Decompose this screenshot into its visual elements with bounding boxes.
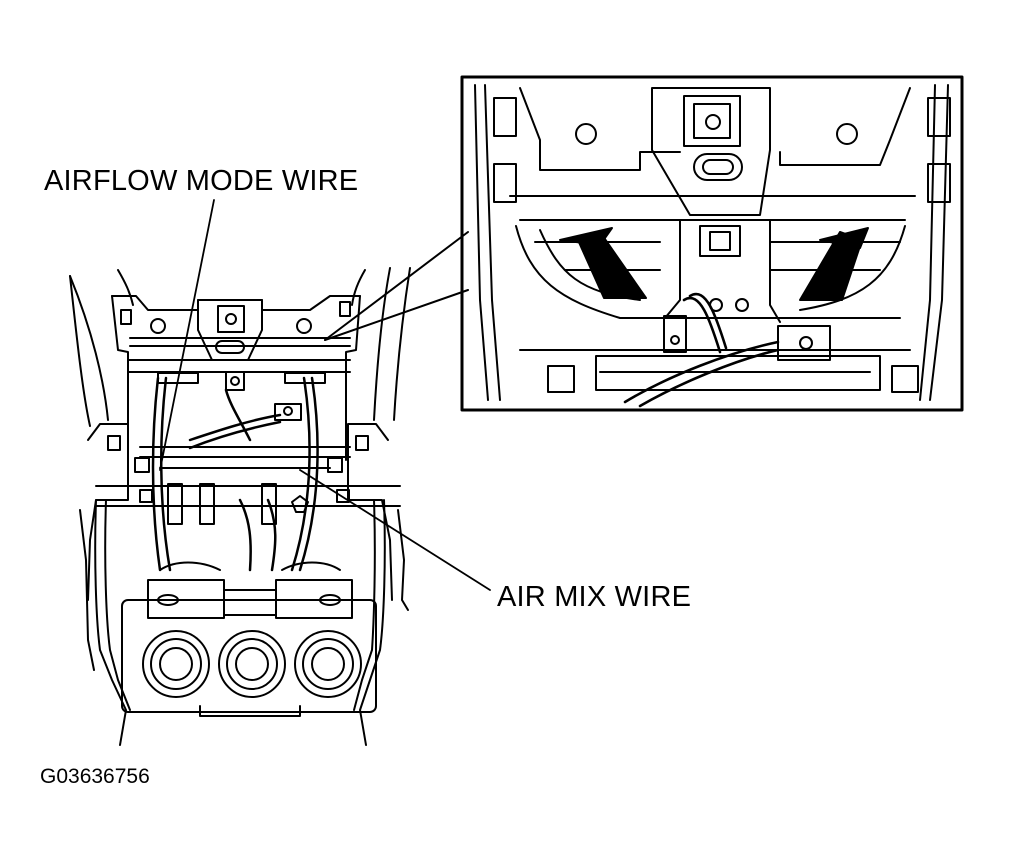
air-mix-leader-line bbox=[299, 469, 491, 591]
air-mix-wire-label: AIR MIX WIRE bbox=[497, 581, 692, 613]
arrow-head-left-icon bbox=[559, 227, 613, 246]
figure-id-caption: G03636756 bbox=[40, 765, 150, 788]
console-assembly-drawing bbox=[69, 231, 469, 746]
airflow-mode-leader-line bbox=[159, 199, 215, 471]
airflow-mode-wire-label: AIRFLOW MODE WIRE bbox=[44, 165, 359, 197]
arrow-head-right-icon bbox=[819, 227, 869, 249]
inset-detail-view bbox=[460, 75, 964, 412]
